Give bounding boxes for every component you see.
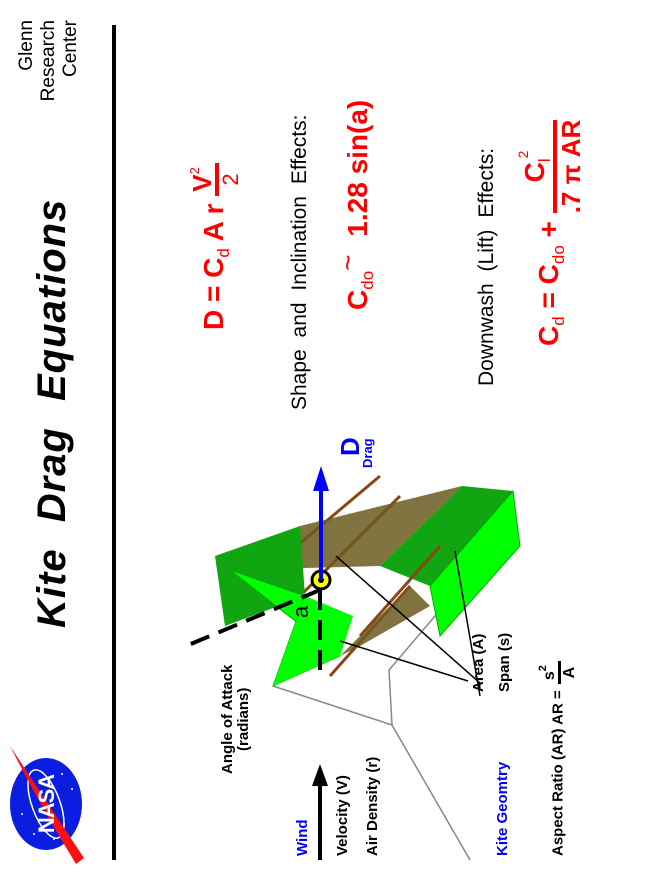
kite-cell-right-face <box>429 489 521 638</box>
aspect-ratio-fraction: s2 A <box>537 661 579 685</box>
wind-label: Wind <box>294 819 311 856</box>
ar-den: A <box>561 666 578 679</box>
kite-sail-shadow-2 <box>340 586 430 656</box>
kite-axis-line <box>185 588 321 648</box>
wind-arrow-head <box>312 764 328 786</box>
kite-cell-left-face-2 <box>273 596 353 686</box>
kite-geometry-label: Kite Geomtry <box>494 761 511 856</box>
angle-symbol: a <box>288 605 313 618</box>
svg-text:NASA: NASA <box>34 774 59 833</box>
angle-of-attack-label: Angle of Attack (radians) <box>219 664 252 774</box>
kite-cell-right-top <box>380 486 513 586</box>
angle-label-line-2: (radians) <box>235 687 252 751</box>
area-label: Area (A) <box>470 633 487 692</box>
leader-lines <box>335 550 481 697</box>
aspect-ratio-label: Aspect Ratio (AR) AR = s2 A <box>537 661 579 856</box>
air-density-label: Air Density (r) <box>364 756 381 856</box>
velocity-label: Velocity (V) <box>334 775 351 856</box>
nasa-logo: NASA <box>4 744 84 864</box>
ar-num-sup: 2 <box>537 665 549 672</box>
nasa-logo-icon: NASA <box>10 746 84 864</box>
span-label: Span (s) <box>496 632 513 692</box>
ar-num: s <box>541 671 558 681</box>
drag-arrow-head <box>313 466 329 491</box>
angle-label-line-1: Angle of Attack <box>219 664 236 774</box>
drag-vector-sub: Drag <box>360 438 375 468</box>
aspect-ratio-text: Aspect Ratio (AR) AR = <box>549 690 567 856</box>
